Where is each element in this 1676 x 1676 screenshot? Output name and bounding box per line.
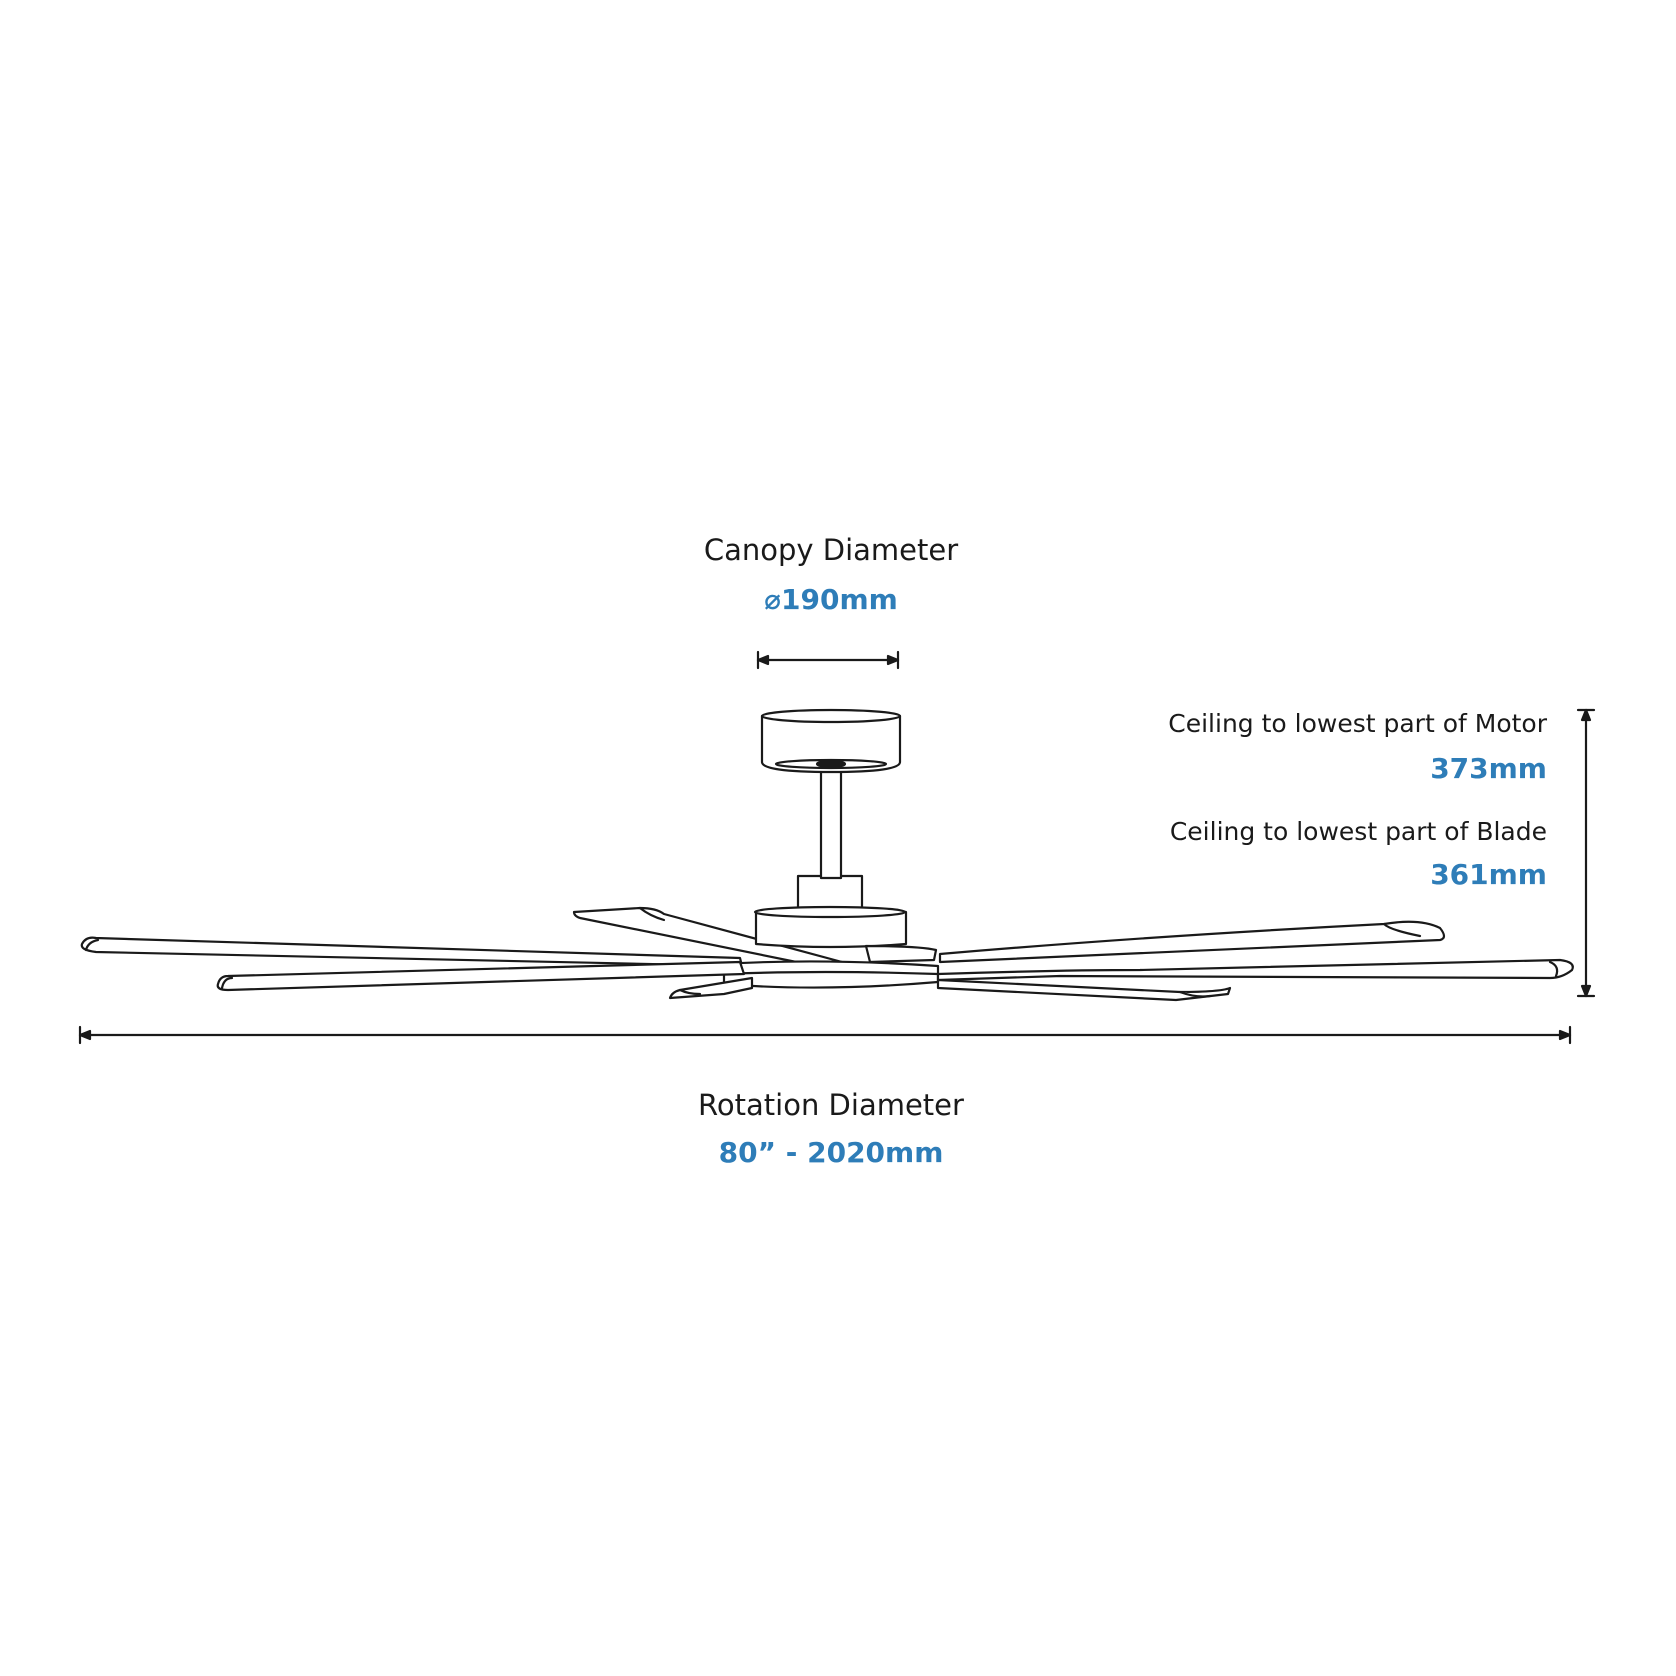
blade-height-value: 361mm	[1430, 858, 1547, 891]
blade-height-label: Ceiling to lowest part of Blade	[1169, 817, 1547, 846]
fan-blade-front-left	[216, 960, 746, 992]
fan-blade-back-right	[938, 920, 1446, 964]
fan-blade-front-left-lower	[668, 976, 754, 1000]
fan-downrod	[819, 760, 843, 880]
rotation-dimension-line	[78, 1025, 1572, 1045]
fan-canopy	[760, 708, 902, 774]
motor-height-value: 373mm	[1430, 752, 1547, 785]
rotation-diameter-value: 80” - 2020mm	[718, 1136, 944, 1169]
fan-blade-front-right-lower	[936, 978, 1232, 1002]
height-dimension-line	[1576, 708, 1596, 998]
canopy-dimension-line	[756, 650, 900, 670]
canopy-diameter-value: ⌀190mm	[764, 583, 898, 616]
fan-light-plate	[722, 960, 940, 989]
fan-blade-front-right	[936, 958, 1574, 982]
rotation-diameter-label: Rotation Diameter	[698, 1088, 964, 1122]
fan-blade-back-left	[80, 936, 744, 968]
fan-motor	[753, 874, 938, 964]
canopy-diameter-label: Canopy Diameter	[703, 533, 959, 567]
motor-height-label: Ceiling to lowest part of Motor	[1168, 709, 1547, 738]
